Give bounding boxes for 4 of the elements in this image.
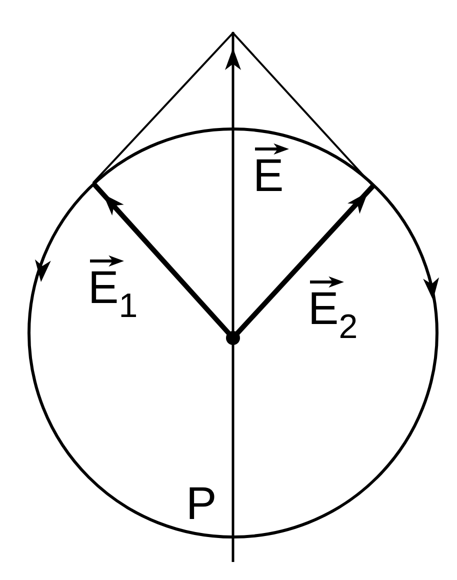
vector-label: E$_{2}$ (308, 285, 358, 344)
point-label: P (186, 480, 217, 526)
vector-label: E (253, 152, 284, 198)
vector-label: E$_{1}$ (88, 264, 138, 323)
